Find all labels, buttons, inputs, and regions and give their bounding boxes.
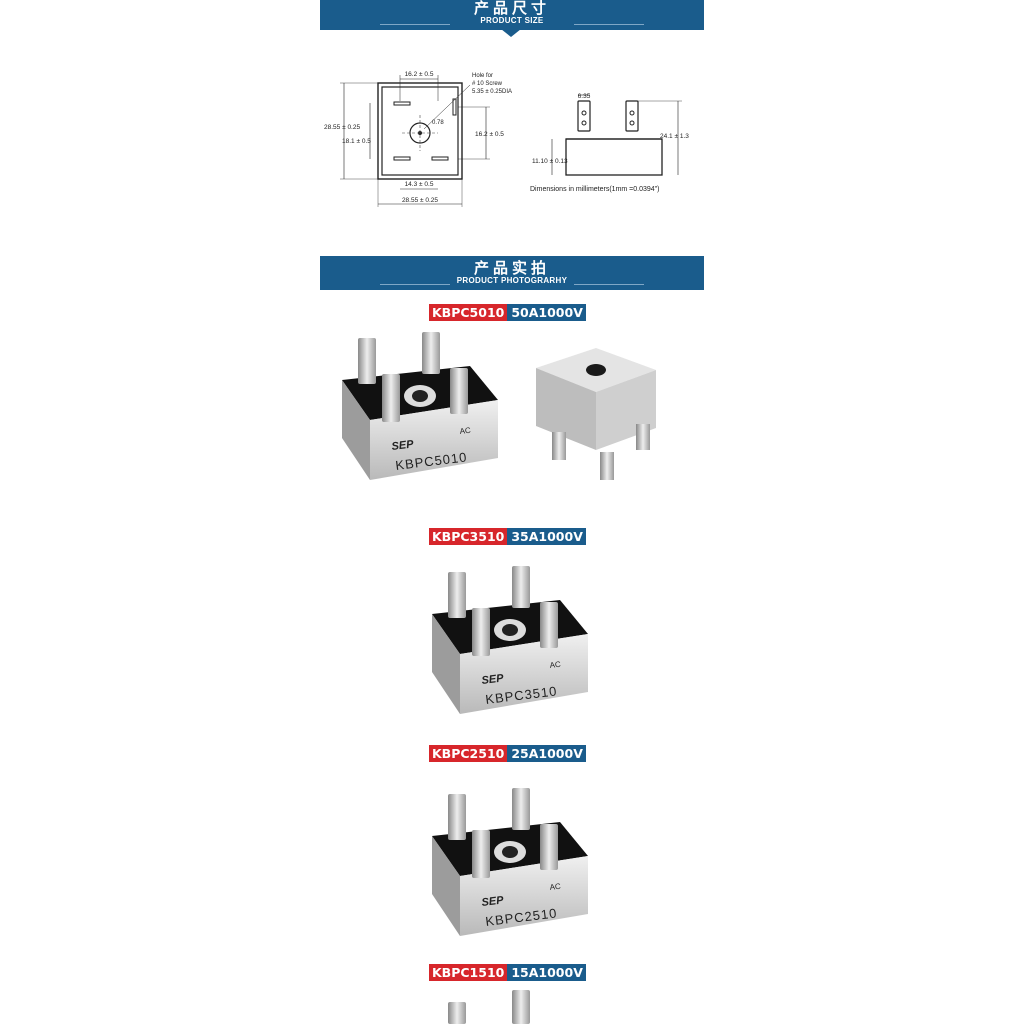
product-photo: SEP AC KBPC3510 (432, 566, 588, 714)
product-tag: KBPC5010 50A1000V (429, 304, 586, 321)
rating-label: 15A1000V (507, 964, 586, 981)
product-photo-front: SEP AC KBPC5010 (342, 332, 498, 480)
side-body (565, 138, 663, 176)
front-outline-outer (377, 82, 463, 180)
rating-label: 50A1000V (507, 304, 586, 321)
dim-right-inner: 16.2 ± 0.5 (475, 131, 504, 138)
hole-note-1: Hole for (472, 73, 493, 79)
model-label: KBPC5010 (429, 304, 508, 321)
product-photo-partial (448, 990, 530, 1024)
dim-left-inner: 18.1 ± 0.5 (342, 138, 371, 145)
dim-terminal-width: 6.35 (578, 93, 591, 100)
model-label: KBPC1510 (429, 964, 508, 981)
section-title-cn: 产品尺寸 (473, 0, 550, 17)
hole-note-3: 5.35 ± 0.25DIA (472, 89, 512, 95)
section-banner-size: 产品尺寸 PRODUCT SIZE (320, 0, 704, 37)
ac-mark: AC (549, 882, 561, 892)
side-terminal-left (577, 100, 591, 132)
dim-side-height: 24.1 ± 1.3 (660, 133, 689, 140)
section-title-en: PRODUCT SIZE (480, 16, 544, 25)
product-tag: KBPC2510 25A1000V (429, 745, 586, 762)
product-photo-back (536, 348, 656, 480)
section-title-en: PRODUCT PHOTOGRARHY (456, 276, 568, 285)
units-note: Dimensions in millimeters(1mm =0.0394") (530, 186, 660, 193)
dim-top-width: 16.2 ± 0.5 (405, 71, 434, 78)
product-detail-column: 产品尺寸 PRODUCT SIZE 16.2 ± 0.5 Hole for # … (320, 0, 704, 1024)
brand-mark: SEP (481, 672, 505, 687)
dim-left-outer: 28.55 ± 0.25 (324, 124, 360, 131)
brand-mark: SEP (391, 438, 415, 453)
product-tag: KBPC1510 15A1000V (429, 964, 586, 981)
brand-mark: SEP (481, 894, 505, 909)
banner-notch (501, 29, 521, 37)
dim-bottom-outer: 28.55 ± 0.25 (402, 197, 438, 204)
product-photo: SEP AC KBPC2510 (432, 788, 588, 936)
product-tag: KBPC3510 35A1000V (429, 528, 586, 545)
model-label: KBPC3510 (429, 528, 508, 545)
front-outline (381, 86, 459, 176)
ac-mark: AC (549, 660, 561, 670)
dimension-drawing: 16.2 ± 0.5 Hole for # 10 Screw 5.35 ± 0.… (324, 71, 689, 207)
rating-label: 25A1000V (507, 745, 586, 762)
ac-mark: AC (459, 426, 471, 436)
section-banner-photo: 产品实拍 PRODUCT PHOTOGRARHY (320, 256, 704, 290)
rating-label: 35A1000V (507, 528, 586, 545)
dim-bottom-inner: 14.3 ± 0.5 (405, 181, 434, 188)
model-label: KBPC2510 (429, 745, 508, 762)
side-terminal-right (625, 100, 639, 132)
hole-note-2: # 10 Screw (472, 81, 503, 87)
section-title-cn: 产品实拍 (473, 259, 550, 277)
dim-hole-pos: 0.78 (432, 120, 444, 126)
dim-body-height: 11.10 ± 0.13 (532, 158, 568, 165)
